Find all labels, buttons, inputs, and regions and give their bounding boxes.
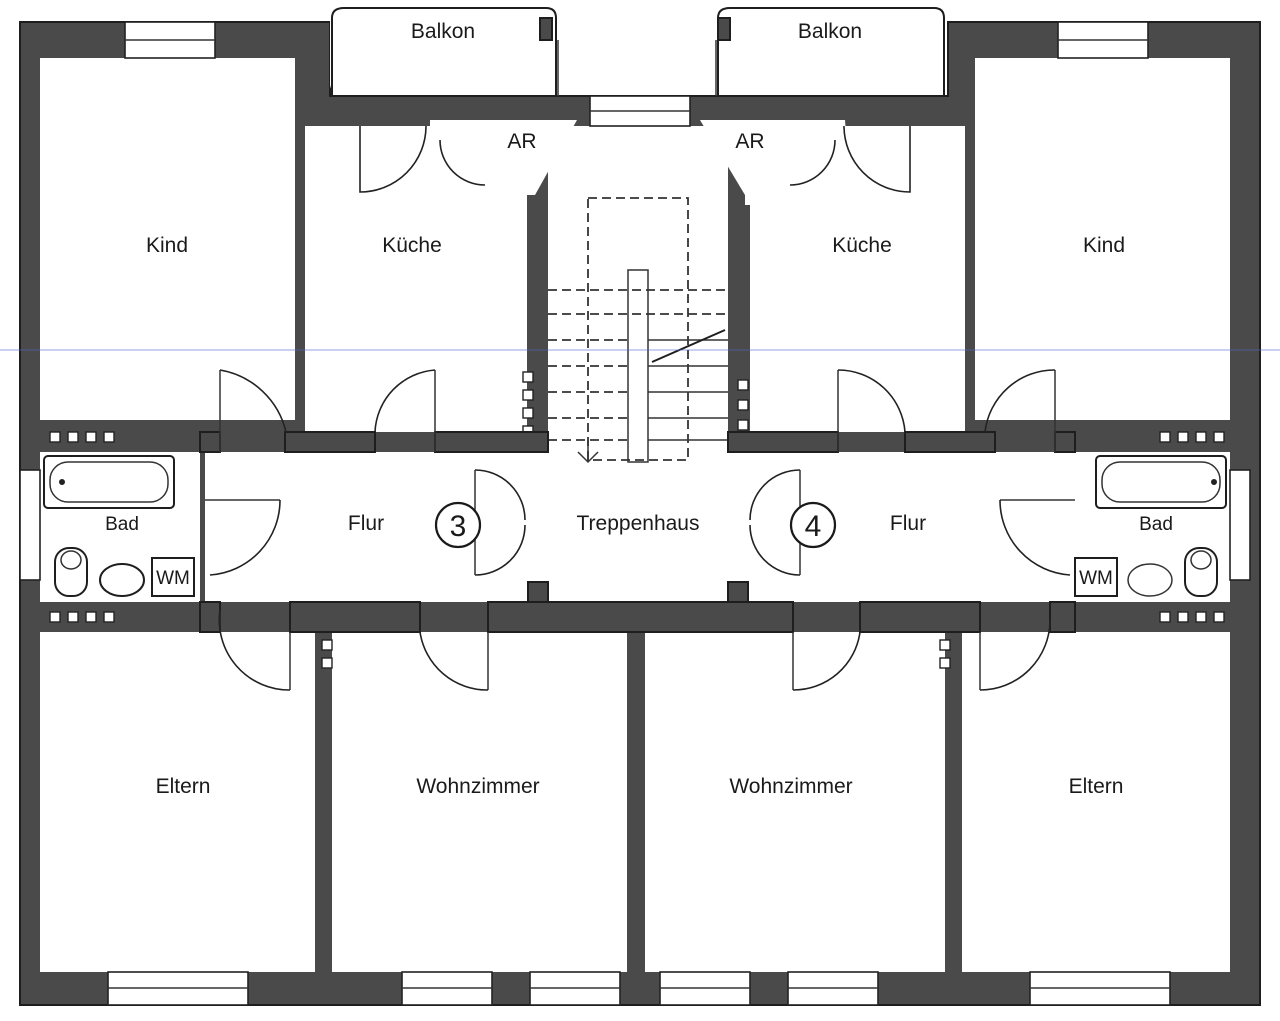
room-interiors: [40, 6, 1230, 972]
label-eltern-left: Eltern: [156, 775, 211, 798]
label-wm-left: WM: [156, 568, 190, 589]
windows: [19, 21, 1251, 1006]
label-balkon-left: Balkon: [411, 20, 475, 43]
interior-walls: [199, 431, 1076, 633]
label-wm-right: WM: [1079, 568, 1113, 589]
label-ar-left: AR: [507, 130, 536, 153]
balconies: [331, 7, 945, 96]
label-wohnzimmer-right: Wohnzimmer: [729, 775, 852, 798]
room-labels: Balkon Balkon AR AR Kind Küche Küche Kin…: [105, 20, 1173, 798]
label-wohnzimmer-left: Wohnzimmer: [416, 775, 539, 798]
label-flur-right: Flur: [890, 512, 926, 535]
label-kind-left: Kind: [146, 234, 188, 257]
label-kind-right: Kind: [1083, 234, 1125, 257]
unit-number-4: 4: [805, 510, 822, 543]
bathroom-fixtures: [43, 455, 1227, 597]
label-kueche-left: Küche: [382, 234, 442, 257]
unit-markers: 3 4: [434, 501, 837, 549]
wm-box-right: [1074, 557, 1118, 597]
label-treppenhaus: Treppenhaus: [577, 512, 700, 535]
label-bad-right: Bad: [1139, 514, 1173, 535]
unit-number-3: 3: [450, 510, 467, 543]
wm-box-left: [151, 557, 195, 597]
unit-circle-3: [434, 501, 482, 549]
unit-circle-4: [789, 501, 837, 549]
doors: [205, 125, 1075, 691]
label-balkon-right: Balkon: [798, 20, 862, 43]
label-ar-right: AR: [735, 130, 764, 153]
label-flur-left: Flur: [348, 512, 384, 535]
label-bad-left: Bad: [105, 514, 139, 535]
label-kueche-right: Küche: [832, 234, 892, 257]
label-eltern-right: Eltern: [1069, 775, 1124, 798]
staircase: [548, 197, 728, 464]
